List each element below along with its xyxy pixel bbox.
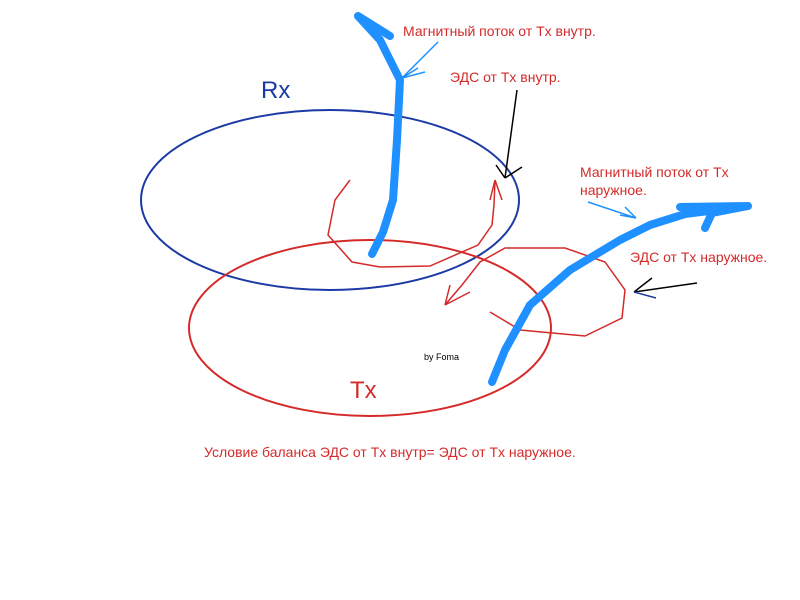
emf-outer-pointer-tick xyxy=(633,291,657,299)
author-label: by Foma xyxy=(424,352,460,362)
rx-label: Rx xyxy=(261,77,291,104)
emf-outer-label: ЭДС от Tx наружное. xyxy=(630,249,768,265)
rx-coil xyxy=(140,109,520,291)
flux-outer-label-line2: наружное. xyxy=(580,182,647,198)
tx-coil xyxy=(188,239,552,417)
emf-inner-loop xyxy=(327,179,503,268)
flux-outer-arrow xyxy=(488,202,752,386)
flux-inner-arrow xyxy=(354,12,404,258)
emf-outer-pointer-arrow xyxy=(633,277,698,293)
emf-inner-pointer-arrow xyxy=(495,89,523,179)
flux-outer-pointer xyxy=(587,201,637,219)
flux-inner-pointer xyxy=(401,41,439,79)
emf-outer-loop xyxy=(444,247,626,337)
tx-label: Tx xyxy=(350,377,377,404)
flux-inner-label: Магнитный поток от Tx внутр. xyxy=(403,23,596,39)
balance-condition: Условие баланса ЭДС от Tx внутр= ЭДС от … xyxy=(204,444,576,460)
emf-inner-label: ЭДС от Tx внутр. xyxy=(450,69,561,85)
flux-outer-label-line1: Магнитный поток от Tx xyxy=(580,164,729,180)
